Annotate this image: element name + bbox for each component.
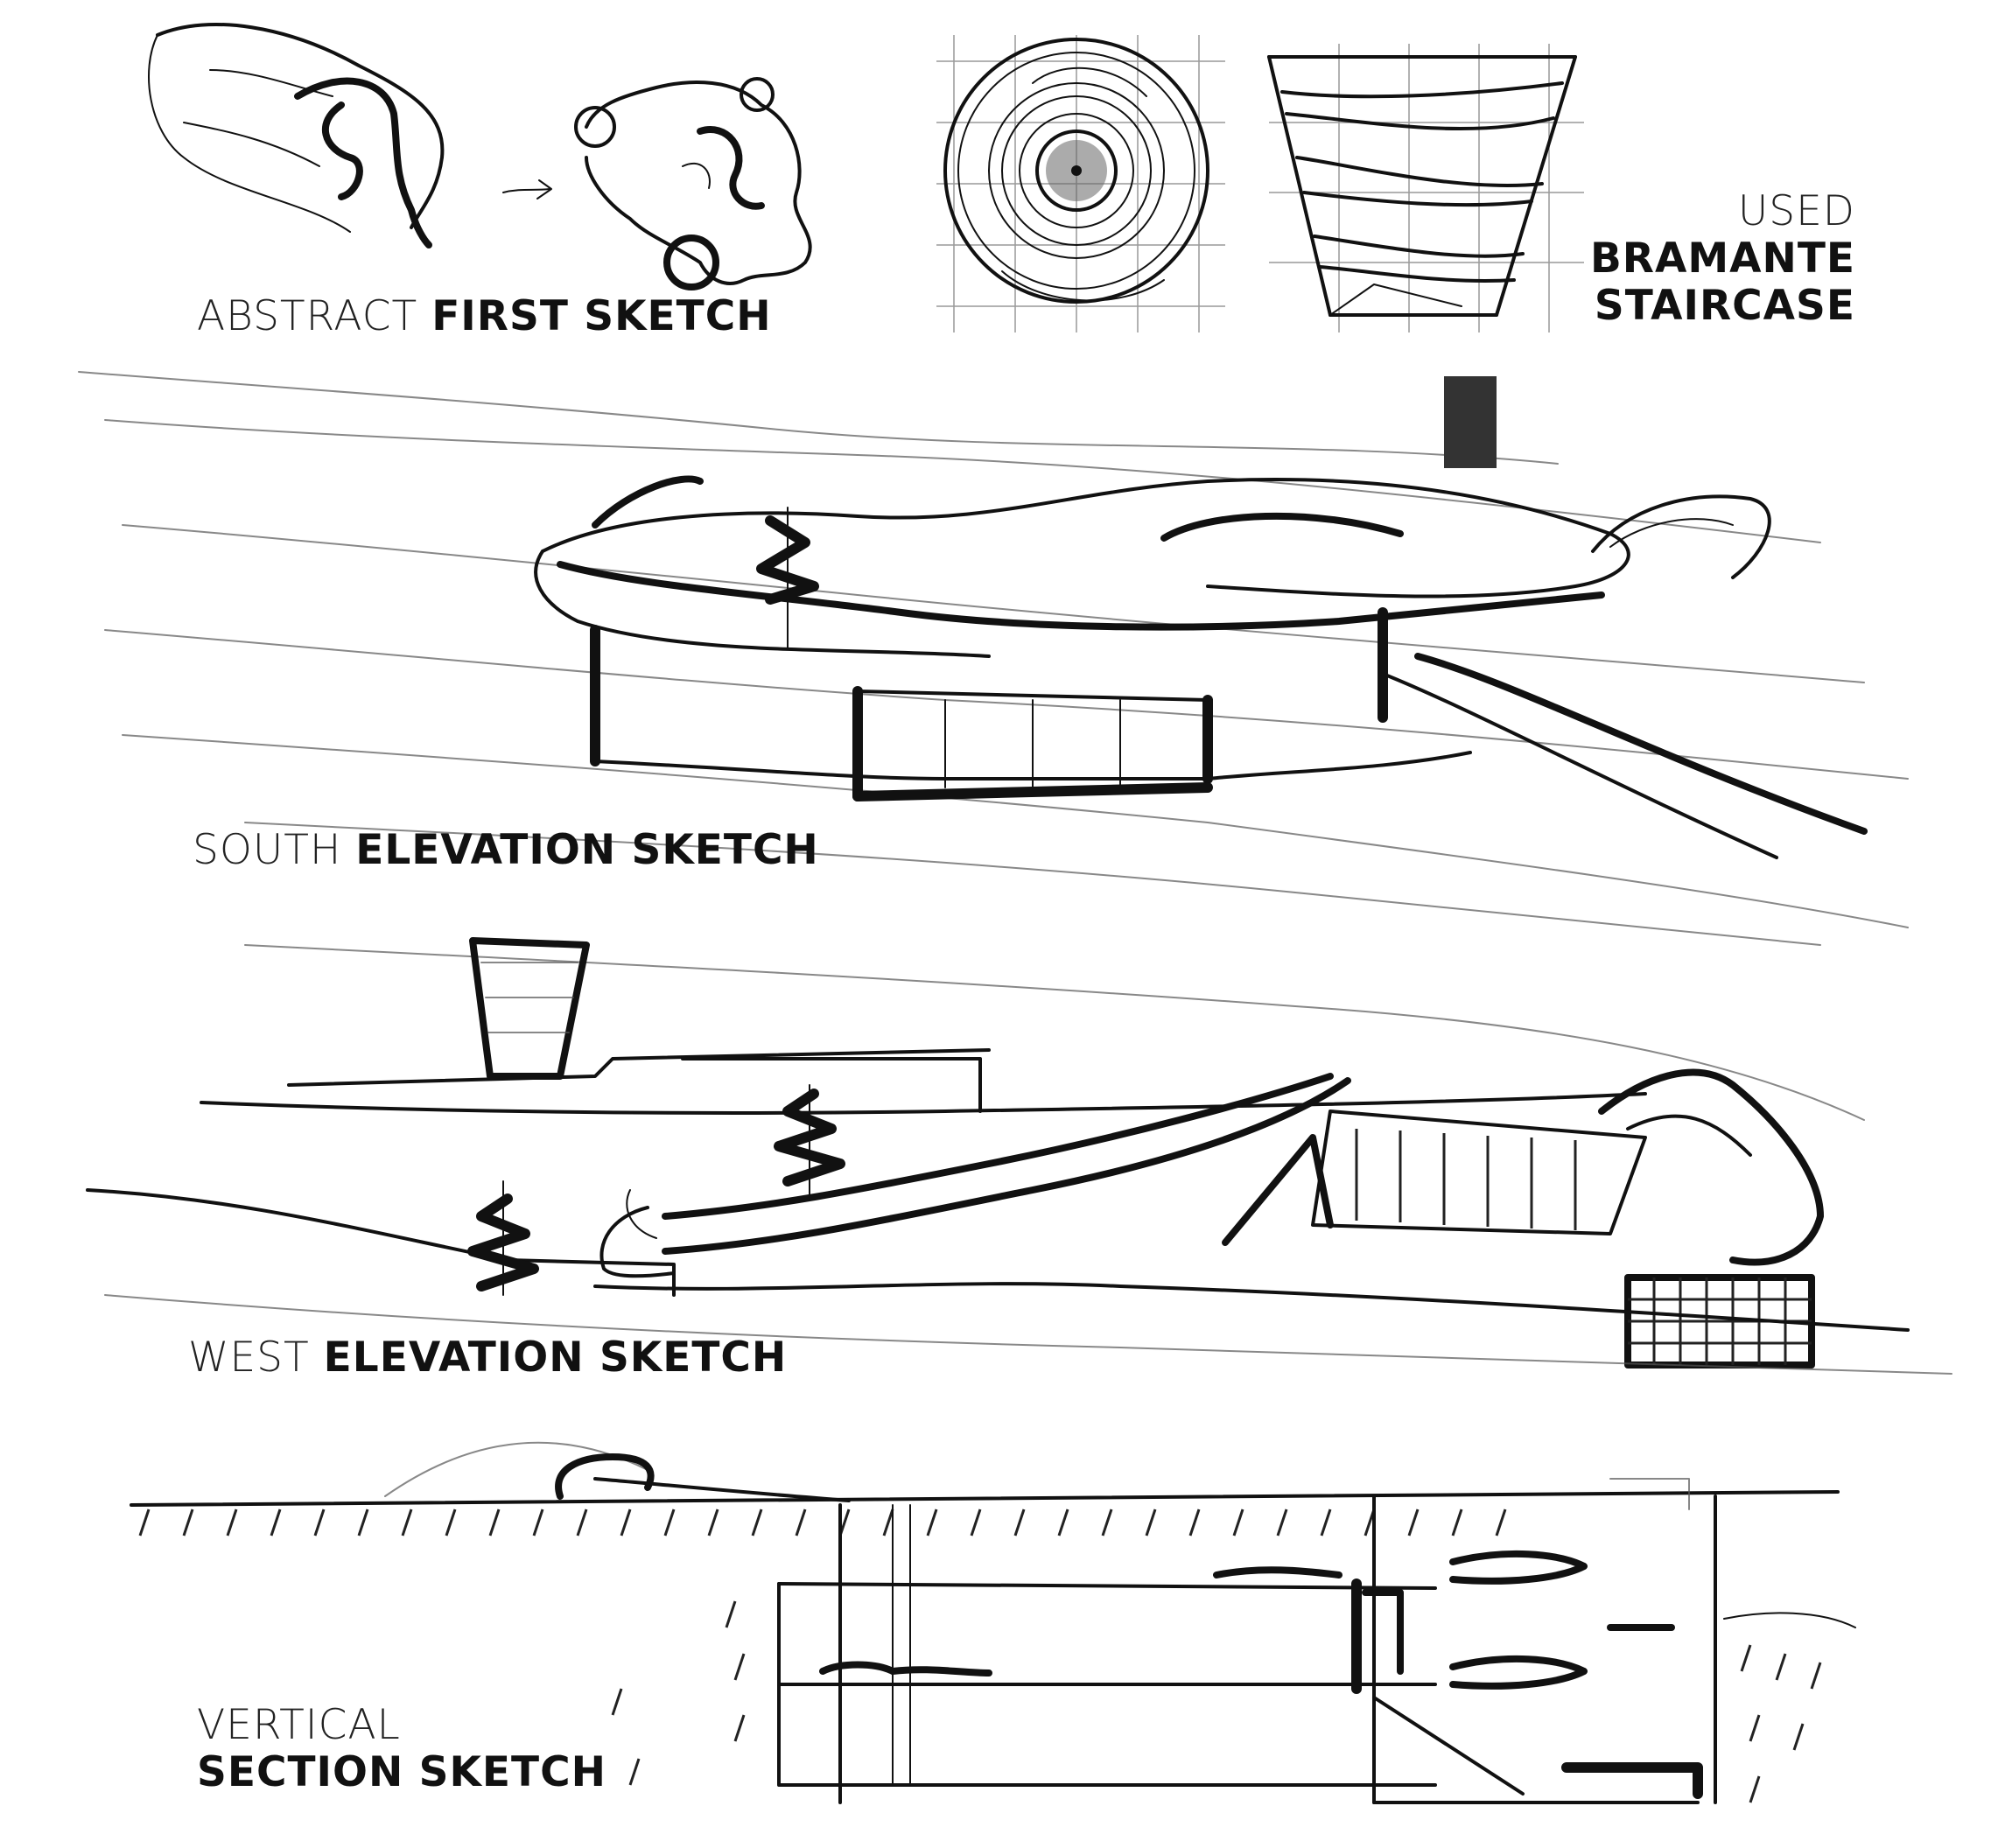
- south-elevation-drawing: [78, 371, 1909, 946]
- west-caption-light: WEST: [188, 1334, 310, 1382]
- west-elevation-drawing: [86, 937, 1952, 1375]
- section-caption-bold: SECTION SKETCH: [197, 1748, 606, 1796]
- west-elevation-sketch: WEST ELEVATION SKETCH: [70, 928, 1952, 1400]
- abstract-first-sketch: ABSTRACT FIRST SKETCH: [131, 18, 814, 340]
- bramante-caption-bold-2: STAIRCASE: [1594, 282, 1855, 330]
- bramante-caption: USED BRAMANTE STAIRCASE: [1558, 188, 1855, 330]
- south-caption: SOUTH ELEVATION SKETCH: [193, 827, 819, 874]
- vertical-section-sketch: VERTICAL SECTION SKETCH: [123, 1418, 1917, 1838]
- vertical-section-drawing: [130, 1441, 1856, 1804]
- bramante-caption-bold-1: BRAMANTE: [1589, 234, 1855, 283]
- south-caption-light: SOUTH: [193, 826, 342, 874]
- bramante-caption-light: USED: [1737, 187, 1855, 235]
- abstract-sketch-drawing: [148, 22, 812, 290]
- section-caption-light: VERTICAL: [197, 1701, 401, 1749]
- right-ground-hatching: [1740, 1644, 1822, 1803]
- south-elevation-sketch: SOUTH ELEVATION SKETCH: [70, 368, 1952, 946]
- west-caption: WEST ELEVATION SKETCH: [188, 1334, 787, 1382]
- south-caption-bold: ELEVATION SKETCH: [355, 826, 819, 874]
- bramante-staircase-sketch: USED BRAMANTE STAIRCASE: [919, 18, 1925, 350]
- lower-ground-hatching: [611, 1600, 746, 1786]
- abstract-caption: ABSTRACT FIRST SKETCH: [197, 293, 772, 340]
- bramante-drawing: [936, 35, 1584, 332]
- west-caption-bold: ELEVATION SKETCH: [323, 1334, 788, 1382]
- section-caption: VERTICAL SECTION SKETCH: [197, 1702, 606, 1796]
- ground-hatching: [138, 1508, 1507, 1536]
- abstract-caption-bold: FIRST SKETCH: [431, 292, 772, 340]
- facade-texture: [1355, 1129, 1577, 1230]
- abstract-caption-light: ABSTRACT: [197, 292, 418, 340]
- grid-block-lines: [1628, 1278, 1812, 1365]
